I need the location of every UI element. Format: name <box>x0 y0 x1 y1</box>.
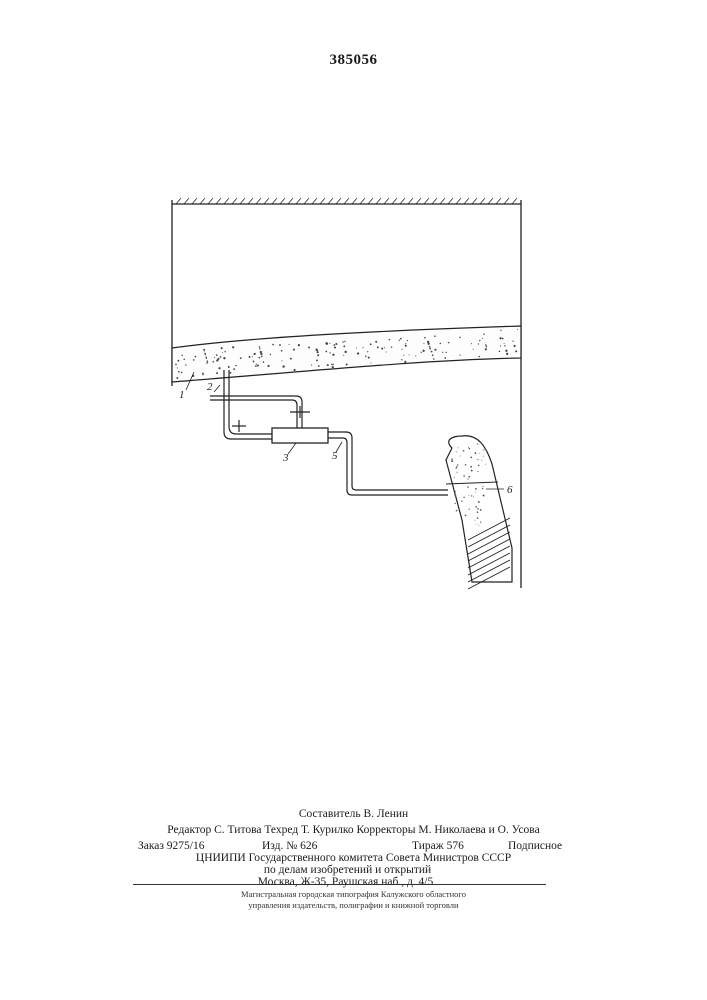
outlet-pipe <box>328 432 448 495</box>
printer-line-2: управления издательств, полиграфии и кни… <box>0 900 707 910</box>
label-6: 6 <box>507 484 513 496</box>
editors-line: Редактор С. Титова Техред Т. Курилко Кор… <box>0 824 707 836</box>
printer-line-1: Магистральная городская типография Калуж… <box>0 889 707 899</box>
order-number: Заказ 9275/16 <box>138 840 205 852</box>
ground-surface <box>172 198 521 204</box>
affairs-line: по делам изобретений и открытий <box>0 864 701 876</box>
address-line: Москва, Ж-35, Раушская наб., д. 4/5 <box>0 876 699 888</box>
label-2: 2 <box>207 381 213 393</box>
footer-divider <box>133 884 546 885</box>
institute-line: ЦНИИПИ Государственного комитета Совета … <box>0 852 707 864</box>
chamber <box>446 436 512 589</box>
label-1: 1 <box>179 389 185 401</box>
subscription: Подписное <box>508 840 562 852</box>
circulation: Тираж 576 <box>412 840 464 852</box>
label-3: 3 <box>282 452 289 464</box>
compiler-line: Составитель В. Ленин <box>0 808 707 820</box>
label-5: 5 <box>332 450 338 462</box>
issue-number: Изд. № 626 <box>262 840 317 852</box>
apparatus-box <box>272 428 328 443</box>
